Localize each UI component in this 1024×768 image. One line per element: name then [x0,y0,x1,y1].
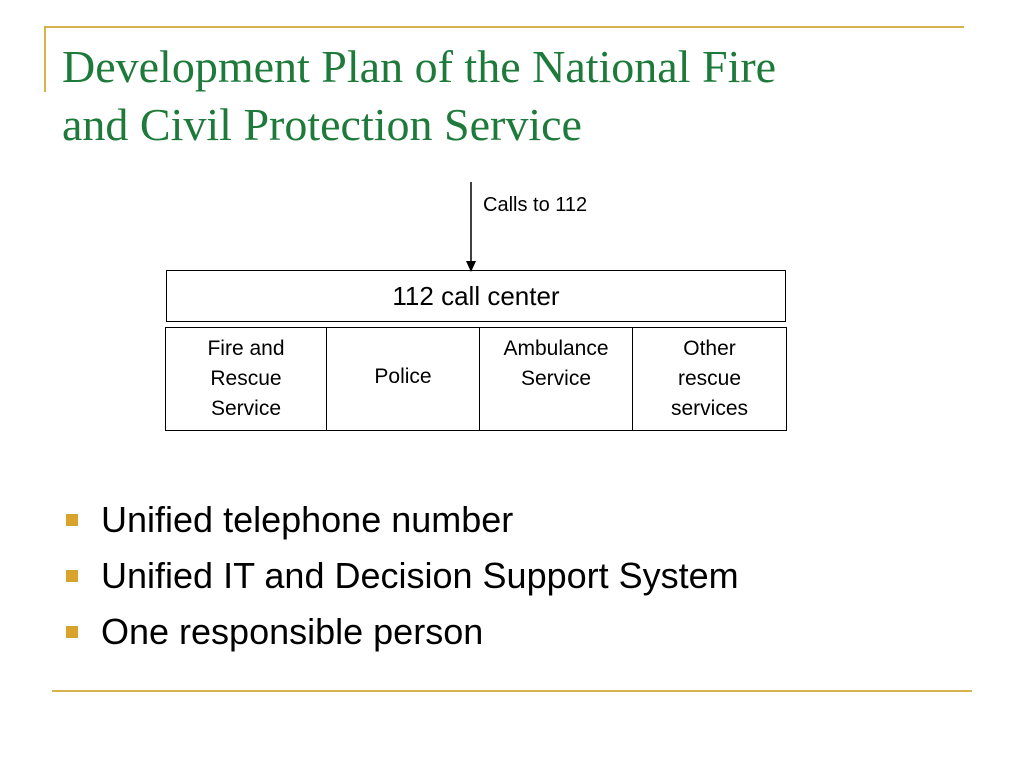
square-bullet-icon [66,514,78,526]
square-bullet-icon [66,626,78,638]
top-accent-rule [44,26,964,28]
bullet-text: Unified IT and Decision Support System [101,555,739,596]
service-label-line: Other [683,337,736,360]
bullet-text: One responsible person [101,611,484,652]
service-label-line: services [670,397,749,420]
service-police: Police [327,328,480,430]
title-line-2: and Civil Protection Service [62,99,582,150]
service-ambulance: Ambulance Service [480,328,633,430]
incoming-calls-label: Calls to 112 [483,194,588,216]
title-line-1: Development Plan of the National Fire [62,41,777,92]
bullet-item: Unified telephone number [66,492,739,548]
service-fire-and-rescue: Fire and Rescue Service [166,328,327,430]
bullet-item: One responsible person [66,604,739,660]
bullet-text: Unified telephone number [101,499,514,540]
service-other-rescue: Other rescue services [633,328,786,430]
bottom-accent-rule [52,690,972,692]
left-accent-rule [44,26,46,92]
bullet-list: Unified telephone number Unified IT and … [66,492,739,660]
service-label-line: rescue [677,367,742,390]
service-label-line: Ambulance [503,337,609,360]
service-label-line: Police [374,365,432,388]
service-label-line: Rescue [210,367,282,390]
service-label-line: Service [210,397,281,420]
services-row: Fire and Rescue Service Police Ambulance… [165,327,787,431]
service-label-line: Fire and [207,337,285,360]
call-center-box: 112 call center [166,270,786,322]
square-bullet-icon [66,570,78,582]
slide-title: Development Plan of the National Fire an… [62,38,962,154]
incoming-call-arrow-icon [466,182,476,272]
bullet-item: Unified IT and Decision Support System [66,548,739,604]
service-label-line: Service [520,367,592,390]
